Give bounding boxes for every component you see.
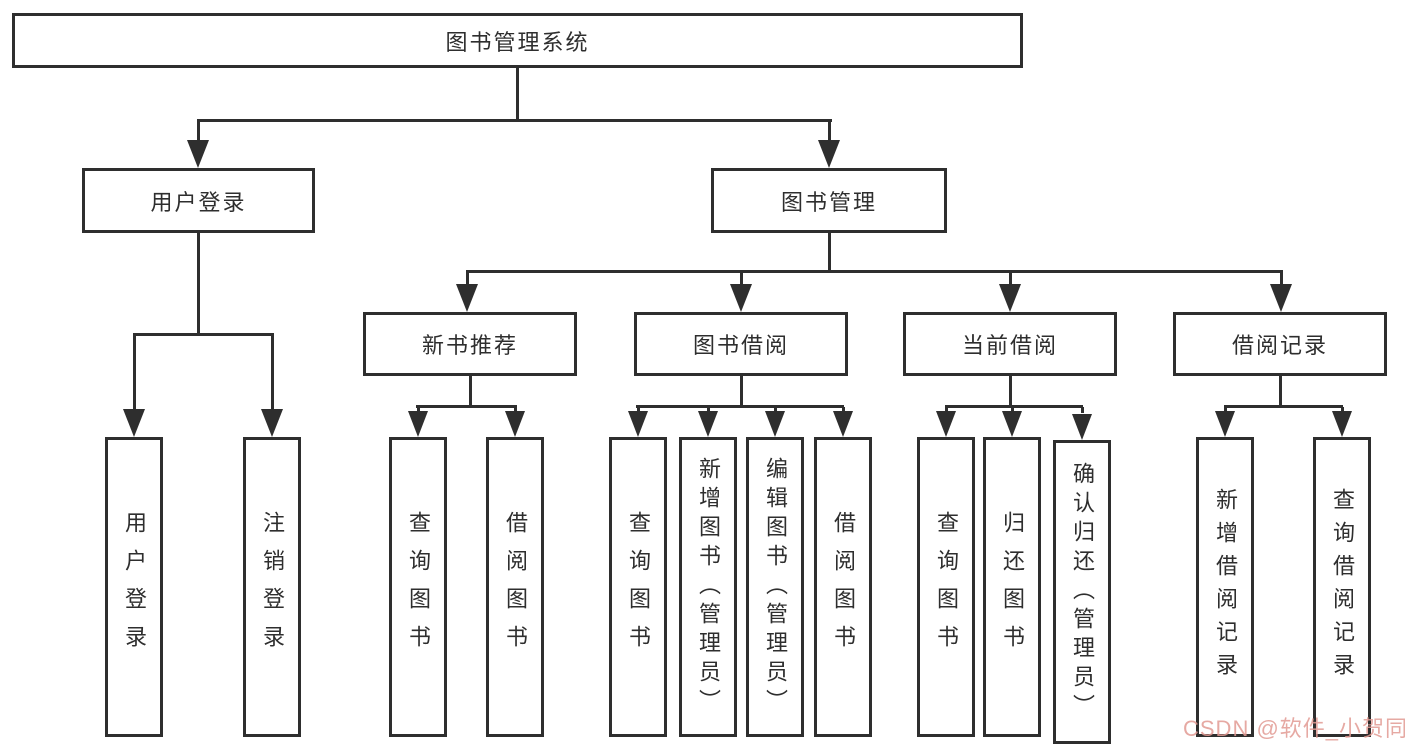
- leaf-query-borrow-record: 查询借阅记录: [1313, 437, 1371, 737]
- node-current-borrowing: 当前借阅: [903, 312, 1117, 376]
- node-label: 查询借阅记录: [1330, 488, 1355, 686]
- node-label: 图书借阅: [692, 333, 789, 358]
- leaf-user-login: 用户登录: [105, 437, 163, 737]
- node-user-login-group: 用户登录: [82, 168, 315, 233]
- connector-line: [1009, 272, 1012, 286]
- arrow-down-icon: [628, 411, 648, 437]
- node-root: 图书管理系统: [12, 13, 1023, 68]
- arrow-down-icon: [765, 411, 785, 437]
- node-label: 借阅图书: [503, 511, 528, 663]
- connector-line: [197, 233, 200, 335]
- connector-line: [133, 333, 274, 336]
- node-label: 用户登录: [150, 189, 247, 215]
- node-label: 用户登录: [122, 511, 147, 663]
- leaf-query-books-1: 查询图书: [389, 437, 447, 737]
- node-label: 新书推荐: [421, 333, 518, 358]
- node-label: 查询图书: [626, 511, 651, 663]
- csdn-watermark: CSDN @软件_小贺同学: [1183, 716, 1405, 741]
- connector-line: [466, 272, 469, 286]
- connector-line: [1280, 272, 1283, 286]
- leaf-borrow-books-1: 借阅图书: [486, 437, 544, 737]
- node-new-book-recommend: 新书推荐: [363, 312, 577, 376]
- arrow-down-icon: [123, 409, 145, 437]
- node-label: 归还图书: [1000, 511, 1025, 663]
- connector-line: [740, 376, 743, 407]
- node-label: 新增借阅记录: [1213, 488, 1238, 686]
- arrow-down-icon: [505, 411, 525, 437]
- connector-line: [197, 119, 832, 122]
- leaf-add-borrow-record: 新增借阅记录: [1196, 437, 1254, 737]
- leaf-return-books: 归还图书: [983, 437, 1041, 737]
- connector-line: [1009, 376, 1012, 407]
- arrow-down-icon: [1215, 411, 1235, 437]
- node-book-borrowing: 图书借阅: [634, 312, 848, 376]
- node-label: 借阅图书: [831, 511, 856, 663]
- connector-line: [1224, 407, 1227, 413]
- node-label: 新增图书（管理员）: [696, 456, 721, 718]
- connector-line: [1011, 407, 1014, 413]
- arrow-down-icon: [1270, 284, 1292, 312]
- connector-line: [133, 335, 136, 411]
- connector-line: [417, 407, 420, 413]
- connector-line: [707, 407, 710, 413]
- leaf-borrow-books-2: 借阅图书: [814, 437, 872, 737]
- node-label: 确认归还（管理员）: [1070, 461, 1095, 723]
- arrow-down-icon: [1332, 411, 1352, 437]
- node-label: 图书管理: [780, 189, 877, 215]
- connector-line: [945, 407, 948, 413]
- arrow-down-icon: [936, 411, 956, 437]
- leaf-logout: 注销登录: [243, 437, 301, 737]
- connector-line: [1224, 405, 1343, 408]
- arrow-down-icon: [833, 411, 853, 437]
- connector-line: [636, 405, 844, 408]
- arrow-down-icon: [818, 140, 840, 168]
- leaf-query-books-2: 查询图书: [609, 437, 667, 737]
- connector-line: [945, 405, 1083, 408]
- node-label: 借阅记录: [1231, 333, 1328, 358]
- connector-line: [1341, 407, 1344, 413]
- connector-line: [828, 121, 831, 143]
- node-book-management: 图书管理: [711, 168, 947, 233]
- connector-line: [416, 405, 517, 408]
- node-label: 查询图书: [934, 511, 959, 663]
- connector-line: [637, 407, 640, 413]
- arrow-down-icon: [1002, 411, 1022, 437]
- arrow-down-icon: [187, 140, 209, 168]
- connector-line: [516, 68, 519, 121]
- arrow-down-icon: [730, 284, 752, 312]
- connector-line: [842, 407, 845, 413]
- connector-line: [1081, 407, 1084, 413]
- connector-line: [271, 335, 274, 411]
- connector-line: [740, 272, 743, 286]
- arrow-down-icon: [999, 284, 1021, 312]
- leaf-query-books-3: 查询图书: [917, 437, 975, 737]
- connector-line: [1279, 376, 1282, 407]
- connector-line: [828, 233, 831, 272]
- arrow-down-icon: [261, 409, 283, 437]
- node-label: 查询图书: [406, 511, 431, 663]
- arrow-down-icon: [456, 284, 478, 312]
- leaf-confirm-return-admin: 确认归还（管理员）: [1053, 440, 1111, 744]
- node-label: 图书管理系统: [445, 29, 590, 55]
- node-label: 当前借阅: [961, 333, 1058, 358]
- arrow-down-icon: [408, 411, 428, 437]
- arrow-down-icon: [1072, 414, 1092, 440]
- leaf-edit-books-admin: 编辑图书（管理员）: [746, 437, 804, 737]
- arrow-down-icon: [698, 411, 718, 437]
- leaf-add-books-admin: 新增图书（管理员）: [679, 437, 737, 737]
- connector-line: [774, 407, 777, 413]
- connector-line: [514, 407, 517, 413]
- connector-line: [469, 376, 472, 407]
- connector-line: [197, 121, 200, 143]
- node-label: 编辑图书（管理员）: [763, 456, 788, 718]
- connector-line: [466, 270, 1283, 273]
- node-label: 注销登录: [260, 511, 285, 663]
- node-borrow-records: 借阅记录: [1173, 312, 1387, 376]
